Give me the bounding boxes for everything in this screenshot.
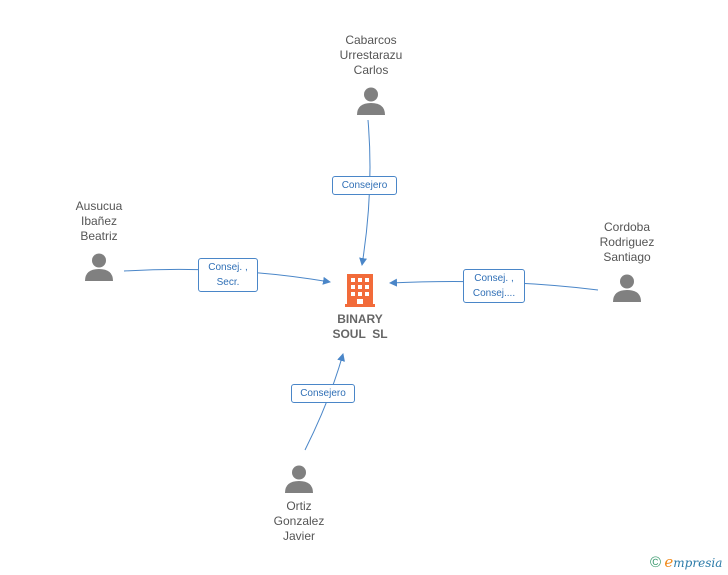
relation-label-cabarcos[interactable]: Consejero <box>332 176 397 195</box>
relation-label-ortiz[interactable]: Consejero <box>291 384 355 403</box>
empresia-logo[interactable]: © empresia <box>650 554 722 571</box>
brand-initial: e <box>664 553 674 571</box>
person-node-ausucua[interactable]: Ausucua Ibañez Beatriz <box>39 199 159 282</box>
person-name: Ausucua Ibañez Beatriz <box>75 199 123 243</box>
brand-name: mpresia <box>673 556 723 570</box>
person-node-cabarcos[interactable]: Cabarcos Urrestarazu Carlos <box>311 33 431 116</box>
relation-label-ausucua[interactable]: Consej. , Secr. <box>198 258 258 292</box>
building-icon <box>345 274 375 307</box>
person-icon <box>285 465 313 493</box>
person-node-cordoba[interactable]: Cordoba Rodriguez Santiago <box>567 220 687 303</box>
company-name: BINARY SOUL SL <box>332 312 388 341</box>
person-icon <box>85 253 113 281</box>
person-name: Cabarcos Urrestarazu Carlos <box>339 33 403 77</box>
company-node[interactable]: BINARY SOUL SL <box>320 272 400 342</box>
person-icon <box>613 274 641 302</box>
person-name: Ortiz Gonzalez Javier <box>273 499 325 543</box>
person-node-ortiz[interactable]: Ortiz Gonzalez Javier <box>239 464 359 544</box>
person-icon <box>357 87 385 115</box>
copyright-icon: © <box>650 554 662 571</box>
relation-label-cordoba[interactable]: Consej. , Consej.... <box>463 269 525 303</box>
person-name: Cordoba Rodriguez Santiago <box>599 220 655 264</box>
